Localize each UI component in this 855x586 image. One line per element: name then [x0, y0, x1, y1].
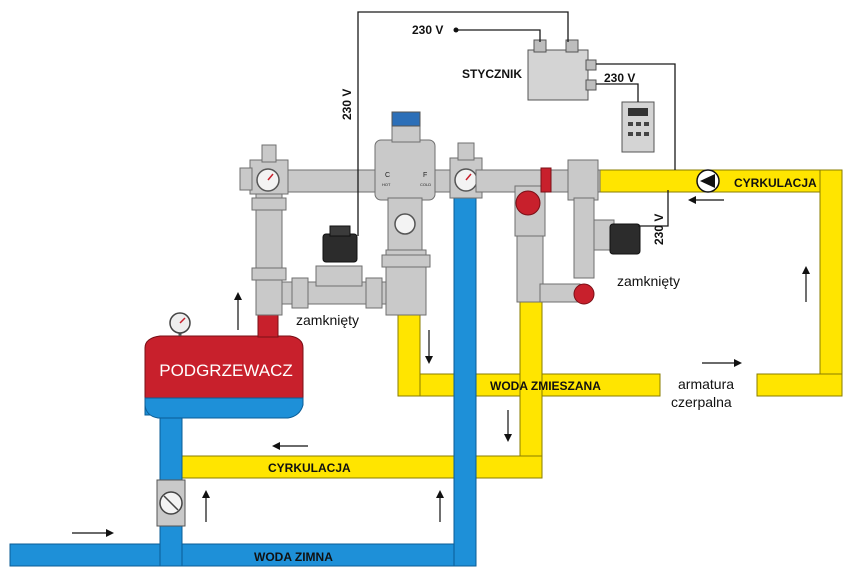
valve-hot-sub: HOT [382, 182, 391, 187]
valve-cold-sub: COLD [420, 182, 431, 187]
timer-controller [621, 101, 655, 153]
heater-label: PODGRZEWACZ [159, 361, 292, 380]
tap-label-line1: armatura [678, 376, 734, 392]
contactor-label: STYCZNIK [462, 67, 522, 81]
circulation-bottom-label: CYRKULACJA [268, 461, 351, 475]
electrical-wires [357, 11, 676, 236]
closed-right-label: zamknięty [617, 273, 680, 289]
cold-water-pipe [9, 187, 477, 567]
valve-hot-label: C [385, 172, 390, 179]
water-heater: PODGRZEWACZ [144, 312, 304, 419]
contactor [527, 39, 597, 101]
flow-arrows [72, 196, 810, 537]
water-meter-icon [156, 479, 186, 527]
closed-left-label: zamknięty [296, 312, 359, 328]
voltage-vertical-left-label: 230 V [340, 89, 354, 120]
voltage-top-label: 230 V [412, 23, 443, 37]
cold-water-label: WODA ZIMNA [254, 550, 333, 564]
tap-label-line2: czerpalna [671, 394, 732, 410]
mixed-water-label: WODA ZMIESZANA [490, 379, 601, 393]
voltage-contactor-label: 230 V [604, 71, 635, 85]
valve-cold-label: F [423, 172, 427, 179]
circulation-pump-icon [696, 169, 720, 193]
voltage-vertical-right-label: 230 V [652, 214, 666, 245]
mixing-valve-assembly: C HOT F COLD [239, 111, 641, 316]
circulation-top-label: CYRKULACJA [734, 176, 817, 190]
